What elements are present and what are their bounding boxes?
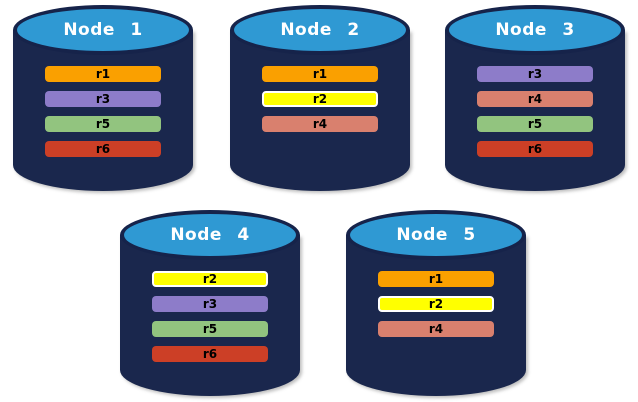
replica-bar-r1: r1 bbox=[378, 271, 494, 287]
replica-label: r4 bbox=[312, 117, 328, 131]
replica-label: r2 bbox=[312, 92, 328, 106]
replica-bar-r3: r3 bbox=[152, 296, 268, 312]
replica-bar-r4: r4 bbox=[262, 116, 378, 132]
replica-bar-r3: r3 bbox=[45, 91, 161, 107]
node-cylinder-4: Node 4 r2 r3 r5 r6 bbox=[120, 210, 300, 396]
replica-bar-r2: r2 bbox=[152, 271, 268, 287]
node-cylinder-3: Node 3 r3 r4 r5 r6 bbox=[445, 5, 625, 191]
replica-label: r3 bbox=[202, 297, 218, 311]
replica-label: r1 bbox=[95, 67, 111, 81]
replica-bar-r1: r1 bbox=[45, 66, 161, 82]
replica-bar-r2: r2 bbox=[262, 91, 378, 107]
replica-label: r6 bbox=[202, 347, 218, 361]
replica-bar-r2: r2 bbox=[378, 296, 494, 312]
replica-label: r1 bbox=[428, 272, 444, 286]
replica-list: r2 r3 r5 r6 bbox=[120, 271, 300, 371]
replica-label: r2 bbox=[202, 272, 218, 286]
replica-bar-r6: r6 bbox=[477, 141, 593, 157]
replica-list: r1 r2 r4 bbox=[230, 66, 410, 141]
replica-bar-r4: r4 bbox=[477, 91, 593, 107]
cylinder-top: Node 2 bbox=[230, 5, 410, 55]
cylinder-top: Node 1 bbox=[13, 5, 193, 55]
replica-label: r4 bbox=[428, 322, 444, 336]
replica-label: r1 bbox=[312, 67, 328, 81]
cylinder-top: Node 4 bbox=[120, 210, 300, 260]
replica-bar-r5: r5 bbox=[152, 321, 268, 337]
replica-label: r6 bbox=[95, 142, 111, 156]
cylinder-top: Node 5 bbox=[346, 210, 526, 260]
replica-bar-r1: r1 bbox=[262, 66, 378, 82]
cylinder-body bbox=[120, 235, 300, 396]
replica-bar-r4: r4 bbox=[378, 321, 494, 337]
cylinder-body bbox=[13, 30, 193, 191]
node-cylinder-2: Node 2 r1 r2 r4 bbox=[230, 5, 410, 191]
replica-label: r5 bbox=[95, 117, 111, 131]
cylinder-body bbox=[445, 30, 625, 191]
replica-label: r6 bbox=[527, 142, 543, 156]
replica-label: r3 bbox=[527, 67, 543, 81]
node-cylinder-5: Node 5 r1 r2 r4 bbox=[346, 210, 526, 396]
node-title: Node 1 bbox=[63, 20, 143, 40]
replica-bar-r5: r5 bbox=[477, 116, 593, 132]
replica-label: r4 bbox=[527, 92, 543, 106]
node-title: Node 5 bbox=[396, 225, 476, 245]
replica-label: r5 bbox=[527, 117, 543, 131]
cylinder-top: Node 3 bbox=[445, 5, 625, 55]
cylinder-body bbox=[346, 235, 526, 396]
node-title: Node 3 bbox=[495, 20, 575, 40]
node-title: Node 2 bbox=[280, 20, 360, 40]
replica-label: r2 bbox=[428, 297, 444, 311]
node-title: Node 4 bbox=[170, 225, 250, 245]
replica-bar-r6: r6 bbox=[45, 141, 161, 157]
replica-list: r1 r3 r5 r6 bbox=[13, 66, 193, 166]
replica-bar-r6: r6 bbox=[152, 346, 268, 362]
replica-label: r5 bbox=[202, 322, 218, 336]
cylinder-body bbox=[230, 30, 410, 191]
replica-list: r1 r2 r4 bbox=[346, 271, 526, 346]
replica-list: r3 r4 r5 r6 bbox=[445, 66, 625, 166]
node-cylinder-1: Node 1 r1 r3 r5 r6 bbox=[13, 5, 193, 191]
replica-label: r3 bbox=[95, 92, 111, 106]
replica-bar-r5: r5 bbox=[45, 116, 161, 132]
replica-bar-r3: r3 bbox=[477, 66, 593, 82]
